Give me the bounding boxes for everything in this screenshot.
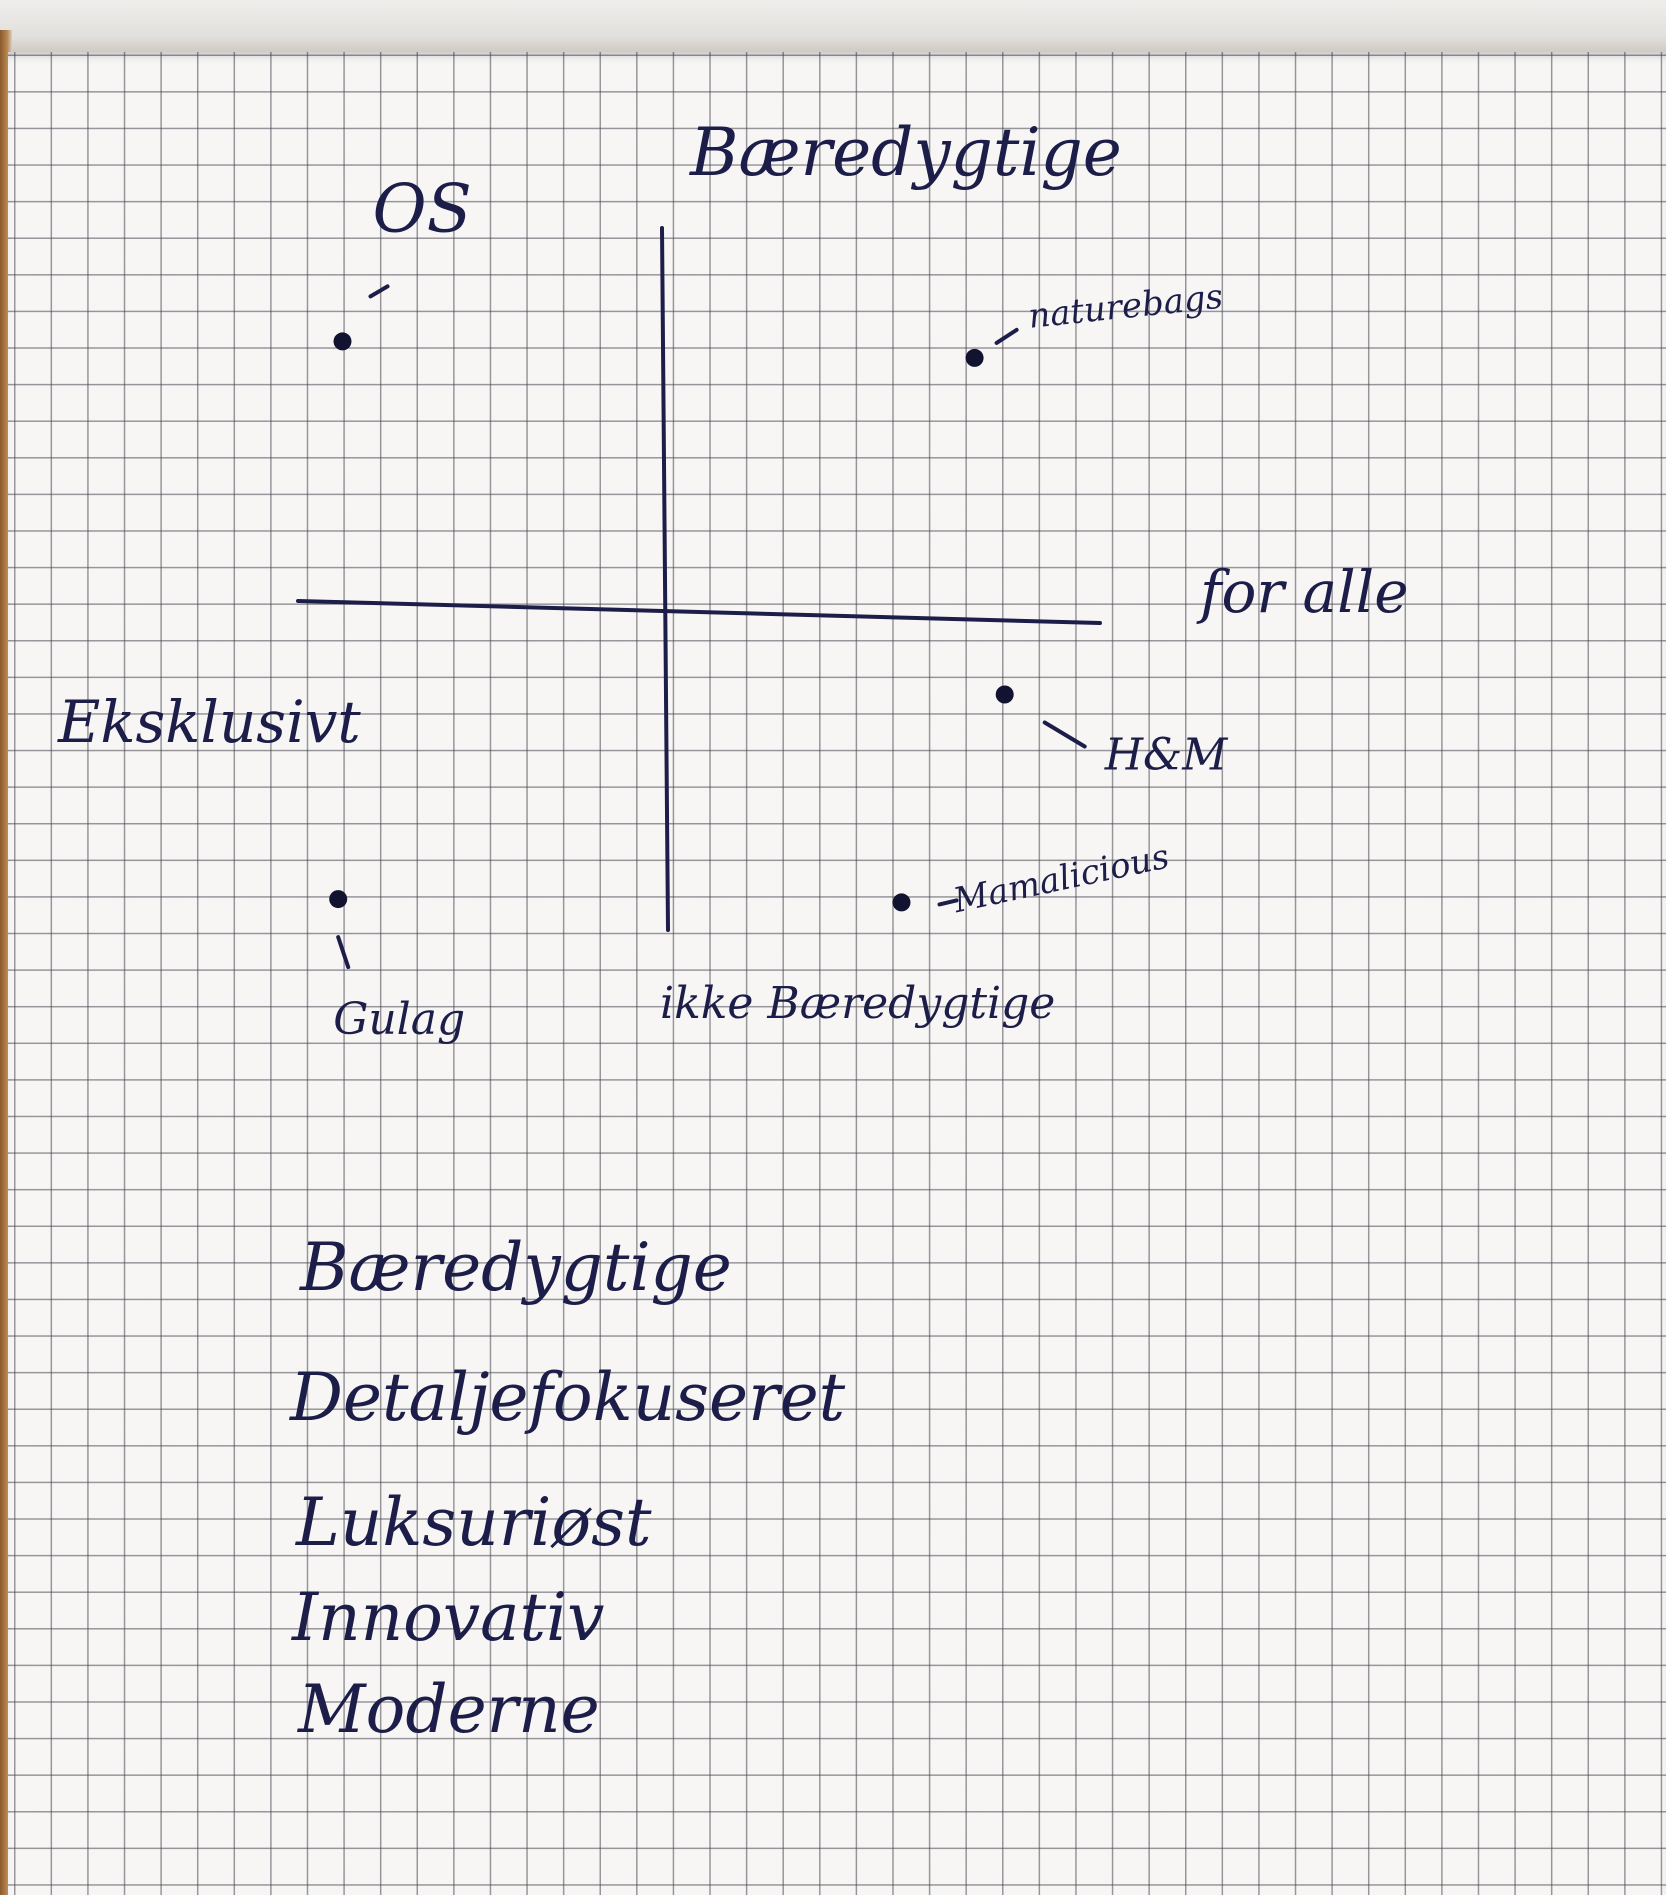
horizontal-axis xyxy=(296,599,1102,625)
point-naturebags xyxy=(965,348,984,367)
point-os xyxy=(333,332,352,351)
keyword-1: Detaljefokuseret xyxy=(289,1359,846,1436)
background-strip xyxy=(0,0,1666,52)
leader-line xyxy=(336,935,351,970)
vertical-axis xyxy=(660,226,670,932)
point-mamalicious xyxy=(892,893,911,912)
keyword-0: Bæredygtige xyxy=(299,1229,732,1306)
axis-label-left: Eksklusivt xyxy=(57,688,361,756)
point-label: OS xyxy=(373,170,472,247)
axis-label-right: for alle xyxy=(1196,558,1409,626)
point-label: naturebags xyxy=(1026,277,1224,337)
keyword-3: Innovativ xyxy=(291,1579,604,1656)
axis-label-top: Bæredygtige xyxy=(689,114,1122,191)
keyword-4: Moderne xyxy=(297,1671,600,1748)
point-label: Gulag xyxy=(333,994,465,1045)
leader-line xyxy=(937,898,959,907)
point-label: Mamalicious xyxy=(949,837,1173,922)
point-h-m xyxy=(995,685,1014,704)
leader-line xyxy=(994,327,1019,345)
point-label: H&M xyxy=(1104,730,1229,781)
grid-paper xyxy=(8,52,1666,1895)
axis-label-bottom: ikke Bæredygtige xyxy=(660,978,1055,1029)
keyword-2: Luksuriøst xyxy=(295,1484,652,1561)
leader-line xyxy=(368,284,390,299)
point-gulag xyxy=(329,890,348,909)
leader-line xyxy=(1042,720,1087,749)
